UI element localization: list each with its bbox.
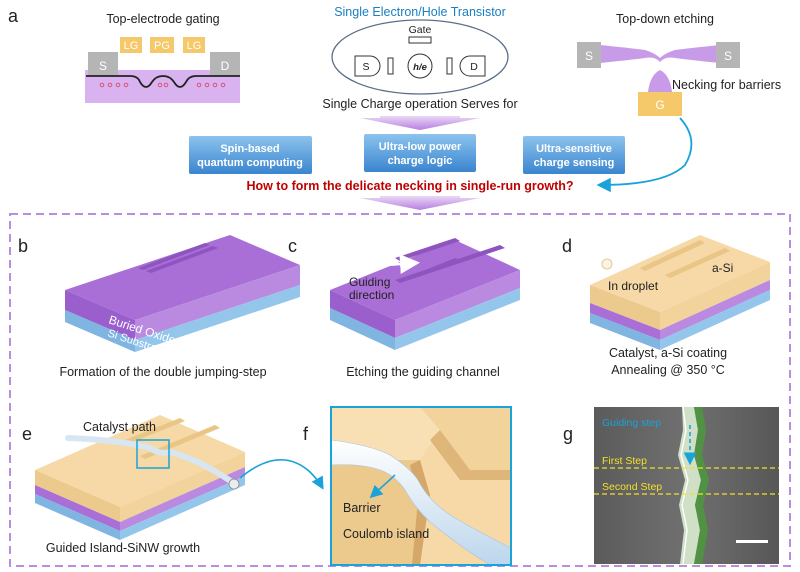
side-gate-pad [638,92,682,116]
source-pad [88,52,118,76]
pg-gate [150,37,174,53]
scale-bar [736,540,768,543]
panel-c-caption: Etching the guiding channel [346,365,500,379]
set-source-label: S [362,61,369,73]
indium-droplet [601,258,613,270]
lg-left-label: LG [124,40,139,52]
serves-arrow [360,116,480,130]
lg-left-gate [120,37,142,53]
key-question: How to form the delicate necking in sing… [246,179,573,193]
box1-line1: Spin-based [220,143,279,155]
barrier-label: Barrier [343,501,381,515]
top-down-etching-schematic [577,42,740,116]
panel-d-caption-1: Catalyst, a-Si coating [609,346,727,360]
box2-line1: Ultra-low power [379,141,462,153]
etched-wire [600,45,720,63]
zoom-arrow-e-to-f [239,459,324,490]
set-ellipse [331,19,509,95]
set-left-barrier [387,57,394,75]
catalyst-droplet-e [228,478,240,490]
panel-label-a: a [8,6,19,26]
set-right-barrier [446,57,453,75]
box-low-power-logic [364,134,476,172]
guiding-step-label: Guiding step [602,417,661,429]
left-source-label: S [99,59,107,73]
zoom-box-e [136,439,170,469]
panel-label-g: g [563,424,573,444]
box3-line2: charge sensing [534,157,615,169]
panel-label-d: d [562,236,572,256]
pg-label: PG [154,40,170,52]
left-schematic-title: Top-electrode gating [106,12,219,26]
droplet-label: In droplet [608,279,659,293]
panel-b-substrate [65,235,300,352]
necking-label: Necking for barriers [672,78,781,92]
panel-b-caption: Formation of the double jumping-step [59,365,266,379]
serves-label: Single Charge operation Serves for [322,97,517,111]
set-title: Single Electron/Hole Transistor [334,5,506,19]
panel-d-substrate [590,235,770,350]
drain-pad [210,52,240,76]
right-source-label: S [585,49,593,63]
charge-dots [99,82,226,88]
right-drain-label: S [724,49,732,63]
question-arrow [360,196,480,210]
coulomb-island-label: Coulomb island [343,527,429,541]
sem-image-g [594,406,779,565]
panel-f-border [330,406,512,566]
panel-e-caption: Guided Island-SiNW growth [46,541,200,555]
right-gate-label: G [655,98,664,112]
right-source-pad [577,42,601,68]
panel-label-e: e [22,424,32,444]
panel-label-c: c [288,236,297,256]
box2-line2: charge logic [388,155,453,167]
set-drain-label: D [470,61,478,73]
left-drain-label: D [221,59,230,73]
asi-label: a-Si [712,261,733,275]
right-drain-pad [716,42,740,68]
box3-line1: Ultra-sensitive [536,143,612,155]
set-gate-box [408,36,432,44]
set-gate-label: Gate [409,24,432,36]
curved-arrow-etching-to-question [596,117,693,193]
guiding-label-2: direction [349,288,394,302]
set-drain-shape [459,55,486,77]
second-step-label: Second Step [602,481,662,493]
set-island [407,53,433,79]
box-spin-quantum [189,136,312,174]
nanowire-path-e [65,435,235,485]
lg-right-label: LG [187,40,202,52]
lg-right-gate [183,37,205,53]
box1-line2: quantum computing [197,157,303,169]
panel-label-b: b [18,236,28,256]
catalyst-path-label: Catalyst path [83,420,156,434]
barrier-arrow [369,474,396,499]
set-island-label: h/e [413,62,427,73]
top-electrode-gating-schematic [85,37,240,103]
guiding-direction-arrow [356,254,420,275]
panel-d-caption-2: Annealing @ 350 °C [611,363,725,377]
panel-label-f: f [303,424,309,444]
box-charge-sensing [523,136,625,174]
first-step-label: First Step [602,455,647,467]
side-gate-stem [648,70,672,92]
right-schematic-title: Top-down etching [616,12,714,26]
channel-profile-line [86,75,240,88]
guiding-label-1: Guiding [349,275,390,289]
set-source-shape [354,55,381,77]
